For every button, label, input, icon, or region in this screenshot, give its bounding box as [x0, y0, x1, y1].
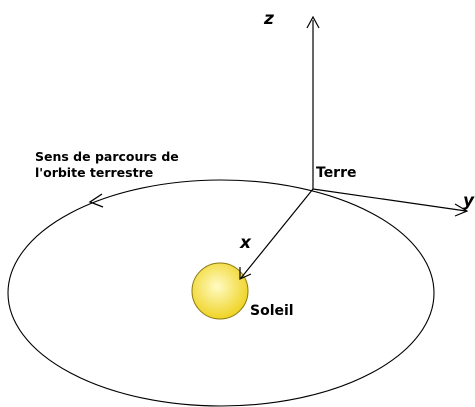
earth-label: Terre: [316, 165, 357, 181]
orbit-direction-caption-line1: Sens de parcours de: [35, 149, 179, 164]
y-axis-label: y: [463, 191, 475, 211]
x-axis-label: x: [240, 233, 251, 253]
orbit-direction-caption-line2: l'orbite terrestre: [35, 165, 154, 180]
sun-label: Soleil: [250, 303, 294, 319]
z-axis-label: z: [264, 9, 274, 29]
sun: [191, 262, 249, 320]
z-axis-arrowhead: [306, 15, 320, 29]
orbit-direction-arrow: [88, 193, 104, 208]
earth-orbit: [7, 179, 435, 407]
y-axis-arrowhead: [454, 203, 469, 217]
x-axis-line: [240, 188, 314, 279]
orbit-direction-caption: Sens de parcours de l'orbite terrestre: [35, 149, 179, 181]
x-axis-arrowhead: [239, 267, 252, 280]
y-axis-line: [312, 188, 467, 212]
